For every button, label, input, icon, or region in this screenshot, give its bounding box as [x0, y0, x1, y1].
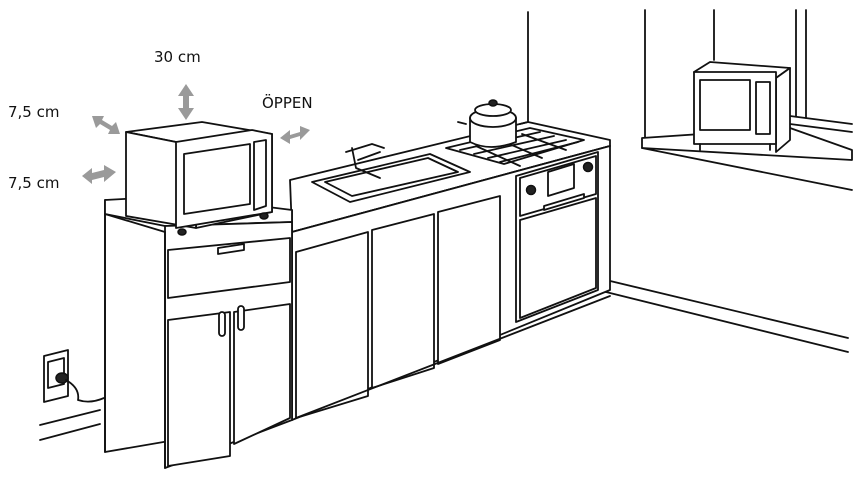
clearance-left-bottom-label: 7,5 cm: [8, 174, 60, 192]
oven: [515, 151, 599, 323]
clearance-top-label: 30 cm: [154, 48, 201, 66]
clearance-open-label: ÖPPEN: [262, 94, 313, 112]
wall-socket: [43, 349, 105, 403]
clearance-arrows: [82, 84, 310, 184]
arrow-up-icon: [178, 84, 194, 120]
arrow-right-icon: [280, 126, 310, 144]
microwave-on-sill: [693, 61, 791, 153]
cooking-pot: [457, 99, 529, 148]
left-cabinet: [104, 195, 293, 469]
arrow-upper-left-icon: [92, 116, 120, 134]
microwave: [125, 121, 273, 236]
sink: [311, 143, 471, 203]
clearance-left-top-label: 7,5 cm: [8, 103, 60, 121]
arrow-left-icon: [82, 165, 116, 184]
